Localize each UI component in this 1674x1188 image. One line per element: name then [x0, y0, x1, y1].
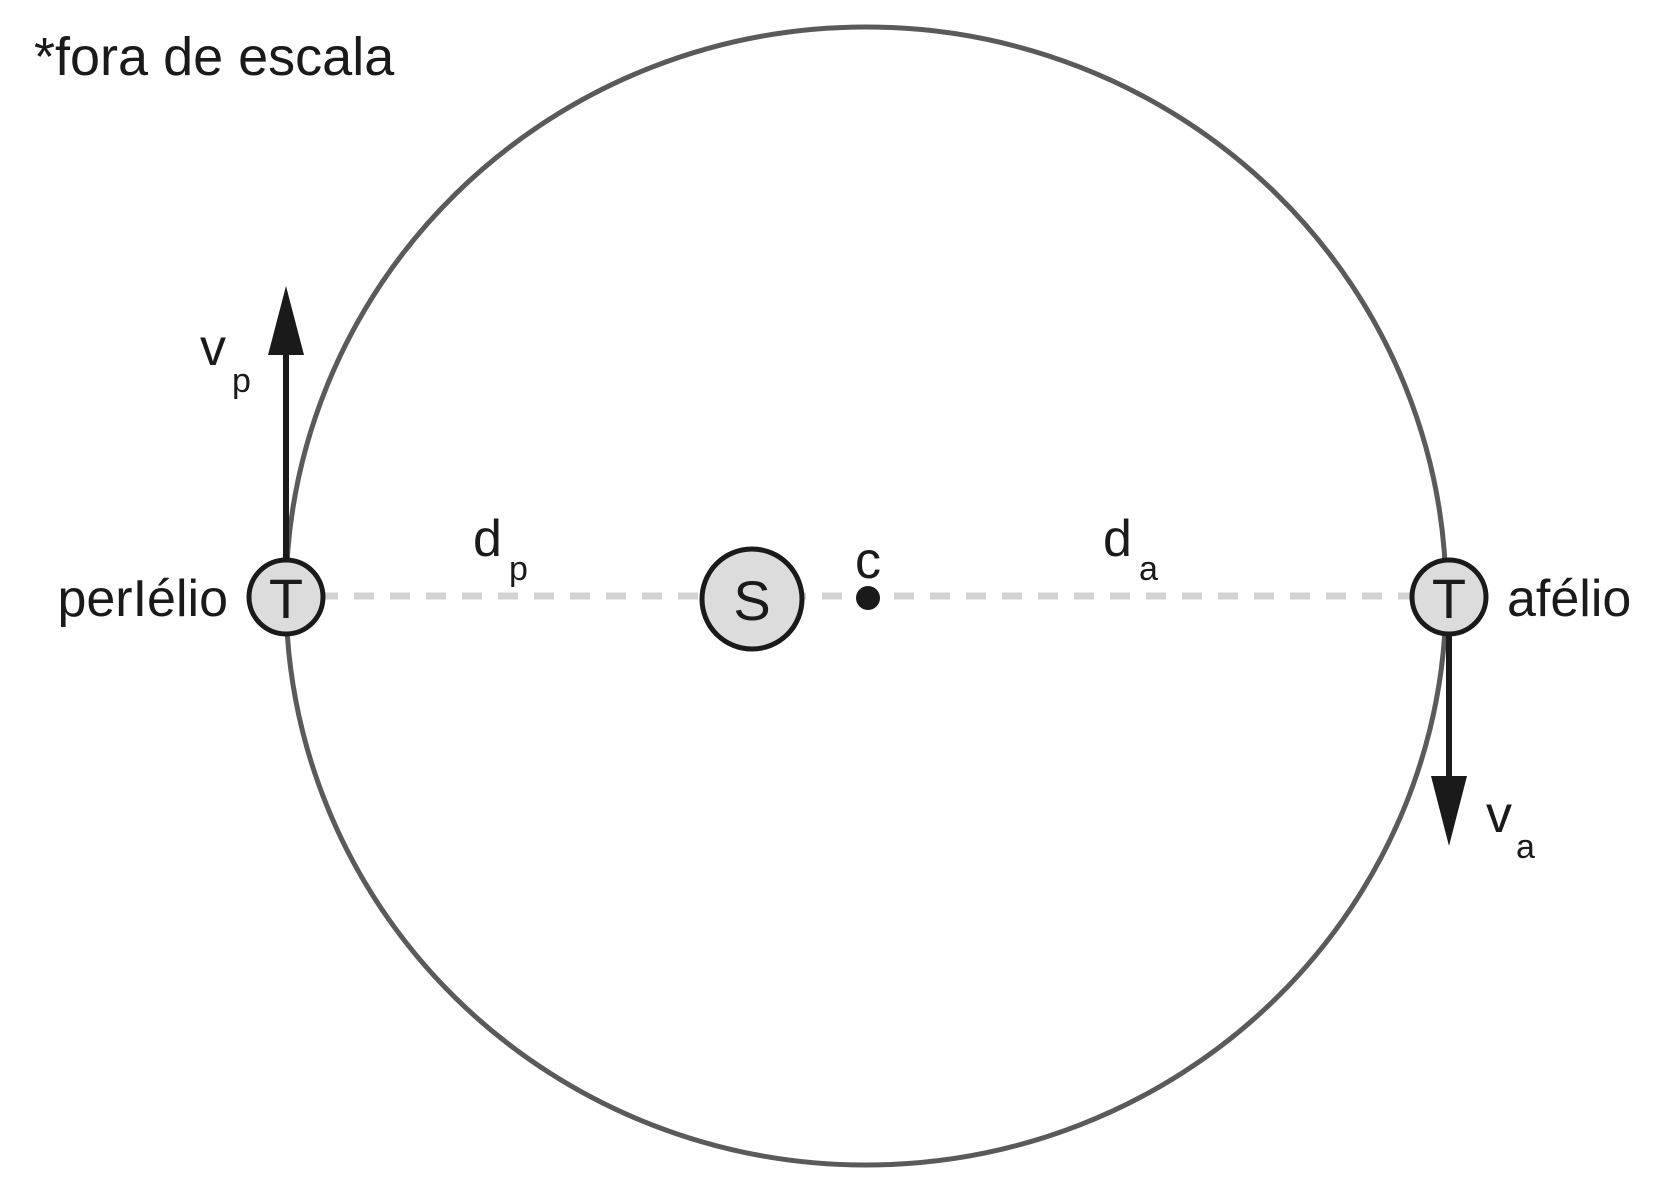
- aphelion-velocity-arrowhead-icon: [1431, 776, 1467, 846]
- perihelion-velocity-symbol: v: [200, 319, 226, 377]
- aphelion-earth-label: T: [1432, 567, 1466, 630]
- aphelion-earth: [1409, 557, 1489, 637]
- orbit-center-dot: [856, 586, 880, 610]
- scale-note: *fora de escala: [34, 27, 395, 87]
- perihelion-earth-label: T: [269, 567, 303, 630]
- aphelion-label: afélio: [1507, 570, 1631, 628]
- orbit-center-label: c: [855, 532, 881, 590]
- aphelion-distance-subscript: a: [1139, 550, 1158, 588]
- perihelion-distance-symbol: d: [473, 510, 502, 568]
- aphelion-distance-symbol: d: [1103, 510, 1132, 568]
- perihelion-label: perIélio: [57, 570, 228, 628]
- sun: [699, 546, 805, 652]
- perihelion-velocity-subscript: p: [232, 362, 251, 400]
- sun-label: S: [733, 569, 770, 632]
- perihelion-velocity-arrowhead-icon: [268, 286, 304, 355]
- perihelion-earth: [246, 557, 326, 637]
- aphelion-velocity-symbol: v: [1486, 786, 1512, 844]
- perihelion-distance-subscript: p: [509, 550, 528, 588]
- aphelion-velocity-subscript: a: [1516, 828, 1535, 866]
